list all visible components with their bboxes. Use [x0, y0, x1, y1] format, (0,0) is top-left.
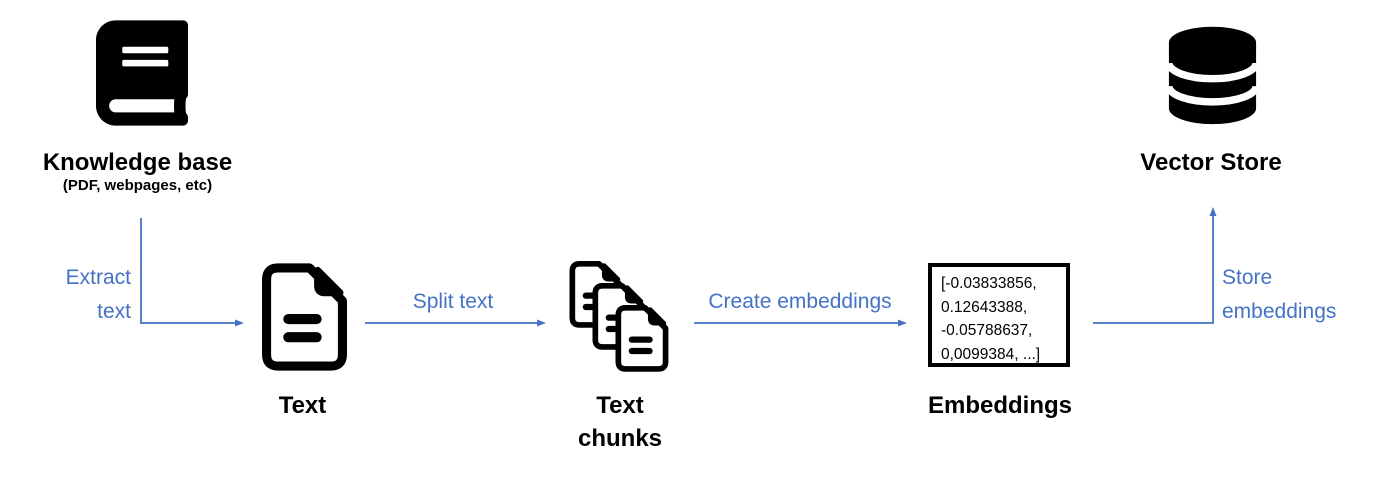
text-chunks-label-line: chunks: [577, 425, 663, 452]
store-embeddings-arrow: [1093, 207, 1217, 324]
text-chunks-label-line: Text: [596, 392, 644, 419]
document-icon: [262, 263, 347, 371]
store-embeddings-label-line: Store: [1222, 266, 1273, 289]
split-text-label: Split text: [412, 290, 494, 313]
extract-text-label: Extract text: [20, 261, 131, 329]
knowledge-base-sublabel: (PDF, webpages, etc): [62, 177, 213, 194]
embeddings-vector-box: [-0.03833856, 0.12643388, -0.05788637, 0…: [928, 263, 1070, 367]
vector-value-line: -0.05788637,: [941, 322, 1033, 339]
text-chunks-label: Text chunks: [557, 389, 683, 455]
extract-text-label-line: text: [97, 300, 131, 323]
extract-text-arrow: [140, 218, 244, 327]
vector-value-line: 0.12643388,: [941, 298, 1028, 316]
text-label: Text: [278, 392, 327, 419]
vector-value-line: [-0.03833856,: [941, 275, 1037, 292]
database-icon: [1166, 26, 1259, 125]
document-stack-icon: [569, 261, 670, 373]
knowledge-base-label: Knowledge base: [42, 149, 233, 176]
vector-store-label: Vector Store: [1140, 149, 1282, 176]
store-embeddings-label: Store embeddings: [1222, 261, 1380, 329]
store-embeddings-label-line: embeddings: [1222, 300, 1337, 323]
extract-text-label-line: Extract: [65, 266, 131, 289]
vector-value-line: 0,0099384, ...]: [941, 345, 1041, 363]
book-icon: [96, 20, 188, 126]
create-embeddings-label: Create embeddings: [708, 290, 892, 313]
embeddings-label: Embeddings: [927, 392, 1072, 419]
